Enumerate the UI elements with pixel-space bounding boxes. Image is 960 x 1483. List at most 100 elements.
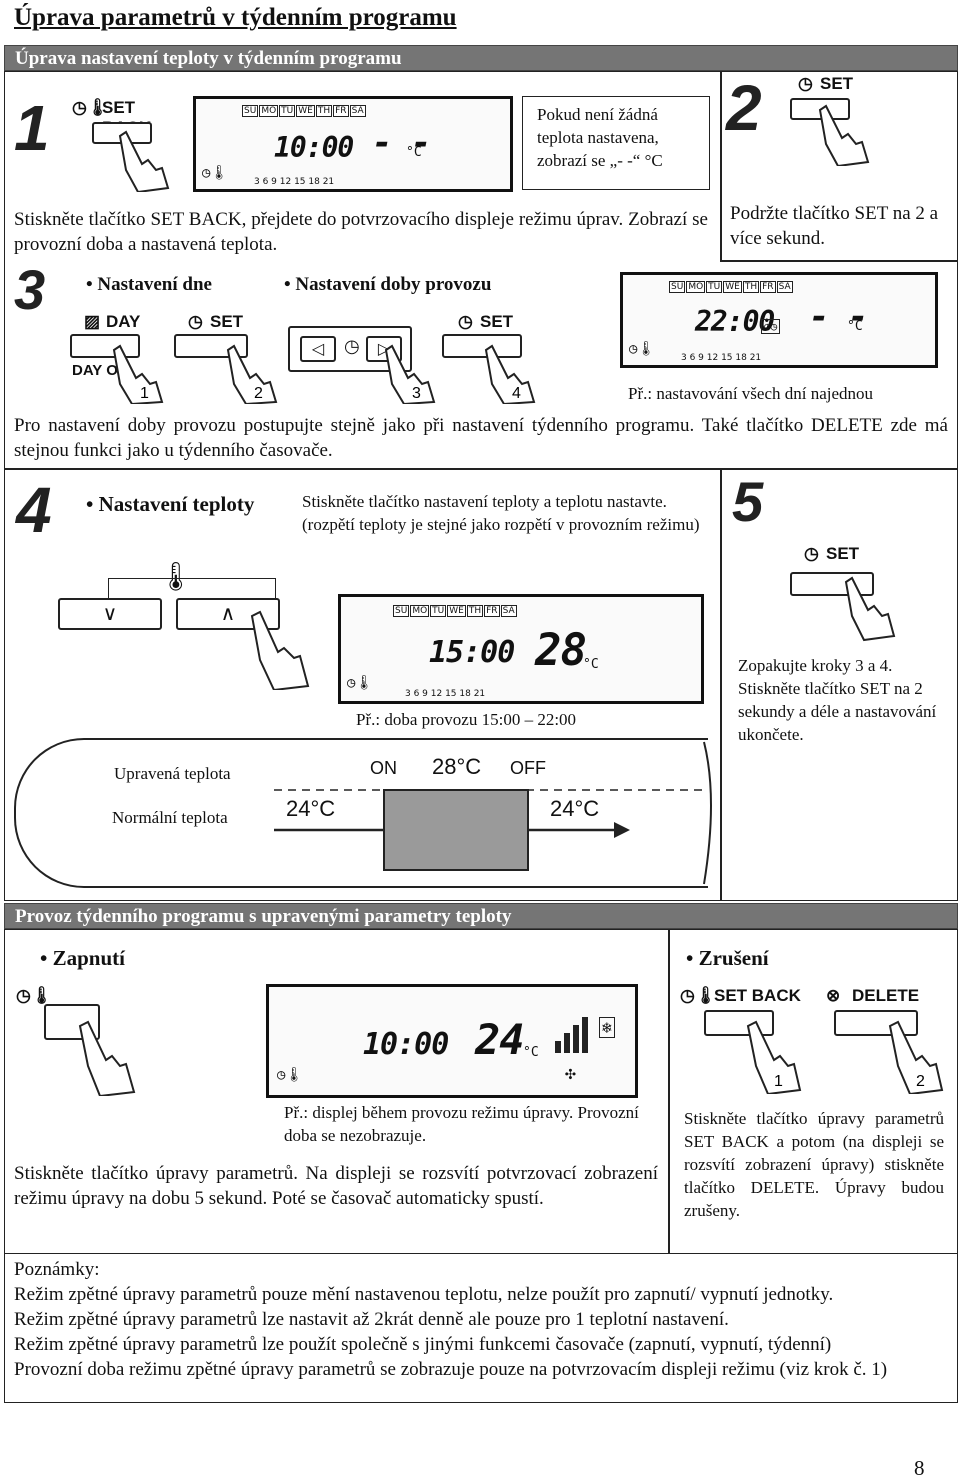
clock-icon: ◷: [458, 312, 473, 331]
note-line: Režim zpětné úpravy parametrů lze nastav…: [14, 1309, 729, 1330]
set-back-button-illustration: ◷🌡 SET BACK: [68, 96, 186, 192]
graph-off-label: OFF: [510, 758, 546, 778]
page-title: Úprava parametrů v týdenním programu: [14, 4, 457, 31]
svg-text:1: 1: [140, 385, 149, 402]
bracket-line: [108, 578, 276, 599]
svg-text:2: 2: [254, 385, 263, 402]
clock-thermometer-icon: ◷🌡: [629, 341, 656, 357]
set-button-illustration: ◷ SET: [790, 544, 910, 644]
thermometer-icon: 🌡: [158, 562, 194, 593]
fan-level-bars: [555, 1013, 595, 1053]
clock-thermometer-icon: ◷🌡: [202, 165, 229, 181]
clock-icon: ◷: [804, 544, 819, 563]
fan-icon: ✣: [565, 1063, 576, 1084]
svg-text:1: 1: [774, 1073, 783, 1090]
cancel-buttons-illustration: ◷🌡 SET BACK ⊗ DELETE 1 2: [678, 984, 948, 1096]
svg-text:3: 3: [412, 385, 421, 402]
setback-button-illustration: ◷🌡: [16, 986, 146, 1096]
lcd-temp: - -: [809, 297, 868, 337]
lcd-time: 10:00: [274, 131, 354, 164]
svg-text:2: 2: [916, 1073, 925, 1090]
time-back-button[interactable]: ◁: [300, 336, 336, 362]
step3-example-caption: Př.: nastavování všech dní najednou: [628, 384, 874, 403]
clock-thermometer-icon: ◷🌡: [347, 675, 374, 691]
temperature-graph: [14, 738, 708, 888]
step1-text: Stiskněte tlačítko SET BACK, přejdete do…: [14, 209, 708, 255]
delete-icon: ⊗: [826, 986, 841, 1005]
section-heading-adjust: Úprava nastavení teploty v týdenním prog…: [4, 45, 958, 71]
clock-icon: ◷: [344, 336, 360, 356]
divider: [720, 71, 722, 261]
delete-button[interactable]: [834, 1010, 918, 1036]
note-box: Pokud není žádná teplota nastavena, zobr…: [522, 96, 710, 190]
section1-frame: [4, 71, 958, 901]
graph-right-temp: 24°C: [550, 796, 600, 821]
step-number-5: 5: [732, 470, 764, 533]
divider: [668, 929, 670, 1254]
hand-pointer-icon: [818, 104, 870, 166]
set-back-button[interactable]: [704, 1010, 774, 1036]
temperature-graph-drawing: [274, 741, 712, 885]
notes-heading: Poznámky:: [14, 1259, 100, 1280]
hand-pointer-icon: 3: [384, 344, 436, 404]
hand-pointer-icon: 2: [226, 344, 278, 404]
note-line: Režim zpětné úpravy parametrů pouze mění…: [14, 1284, 834, 1305]
bullet-temp-setting: Nastavení teploty: [86, 492, 255, 517]
hand-pointer-icon: 2: [888, 1020, 944, 1094]
divider: [720, 468, 722, 901]
step5-text: Zopakujte kroky 3 a 4. Stiskněte tlačítk…: [738, 656, 937, 744]
timer-icon: ◷◷: [761, 319, 781, 334]
svg-text:4: 4: [512, 385, 521, 402]
label-adjusted-temp: Upravená teplota: [114, 764, 231, 783]
set-back-button[interactable]: [44, 1004, 100, 1040]
lcd-unit: °C: [523, 1045, 539, 1060]
clock-thermometer-icon: ◷🌡: [277, 1067, 304, 1083]
step2-text: Podržte tlačítko SET na 2 a více sekund.: [730, 203, 939, 249]
divider: [4, 468, 958, 470]
on-text: Stiskněte tlačítko úpravy parametrů. Na …: [14, 1163, 658, 1209]
clock-icon: ◷: [188, 312, 203, 331]
lcd-unit: °C: [847, 319, 863, 334]
hand-pointer-icon: [78, 1020, 136, 1096]
step4-description: Stiskněte tlačítko nastavení teploty a t…: [302, 492, 700, 534]
lcd-temp: 24: [475, 1015, 525, 1064]
step3-text: Pro nastavení doby provozu postupujte st…: [14, 415, 948, 461]
temp-down-button[interactable]: ∨: [58, 598, 162, 630]
step-number-1: 1: [14, 92, 50, 164]
divider: [720, 260, 958, 262]
clock-thermometer-icon: ◷🌡: [72, 98, 109, 117]
on-example-caption: Př.: displej během provozu režimu úpravy…: [284, 1103, 639, 1145]
step-number-3: 3: [14, 258, 46, 321]
bullet-time-setting: Nastavení doby provozu: [284, 274, 491, 296]
set-button-illustration: ◷ SET: [786, 74, 886, 168]
clock-icon: ◷: [798, 74, 813, 93]
bullet-day-setting: Nastavení dne: [86, 274, 212, 296]
page-number: 8: [914, 1456, 925, 1480]
lcd-temp: - -: [372, 123, 431, 163]
hand-pointer-icon: 4: [484, 344, 536, 404]
hour-scale: 3 6 9 12 15 18 21: [254, 177, 335, 187]
lcd-time: 10:00: [363, 1027, 449, 1062]
note-line: Režim zpětné úpravy parametrů lze použít…: [14, 1334, 832, 1355]
graph-peak-temp: 28°C: [432, 754, 482, 779]
clock-thermometer-icon: ◷🌡: [680, 986, 717, 1005]
hand-pointer-icon: [844, 576, 896, 642]
graph-left-temp: 24°C: [286, 796, 336, 821]
cancel-text: Stiskněte tlačítko úpravy parametrů SET …: [684, 1109, 944, 1220]
set-button[interactable]: [442, 334, 522, 358]
hand-pointer-icon: 1: [746, 1020, 802, 1094]
day-icon: ▨: [84, 312, 101, 331]
lcd-temp: 28: [535, 625, 587, 676]
day-button[interactable]: [70, 334, 140, 358]
bullet-turn-on: Zapnutí: [40, 946, 125, 971]
lcd-display-on: 10:00 24 °C ❄ ✣ ◷🌡: [266, 984, 638, 1098]
notes-frame: [4, 1253, 958, 1403]
notes-list: Režim zpětné úpravy parametrů pouze mění…: [14, 1282, 950, 1382]
snowflake-icon: ❄: [599, 1017, 615, 1038]
step-number-4: 4: [16, 474, 52, 546]
